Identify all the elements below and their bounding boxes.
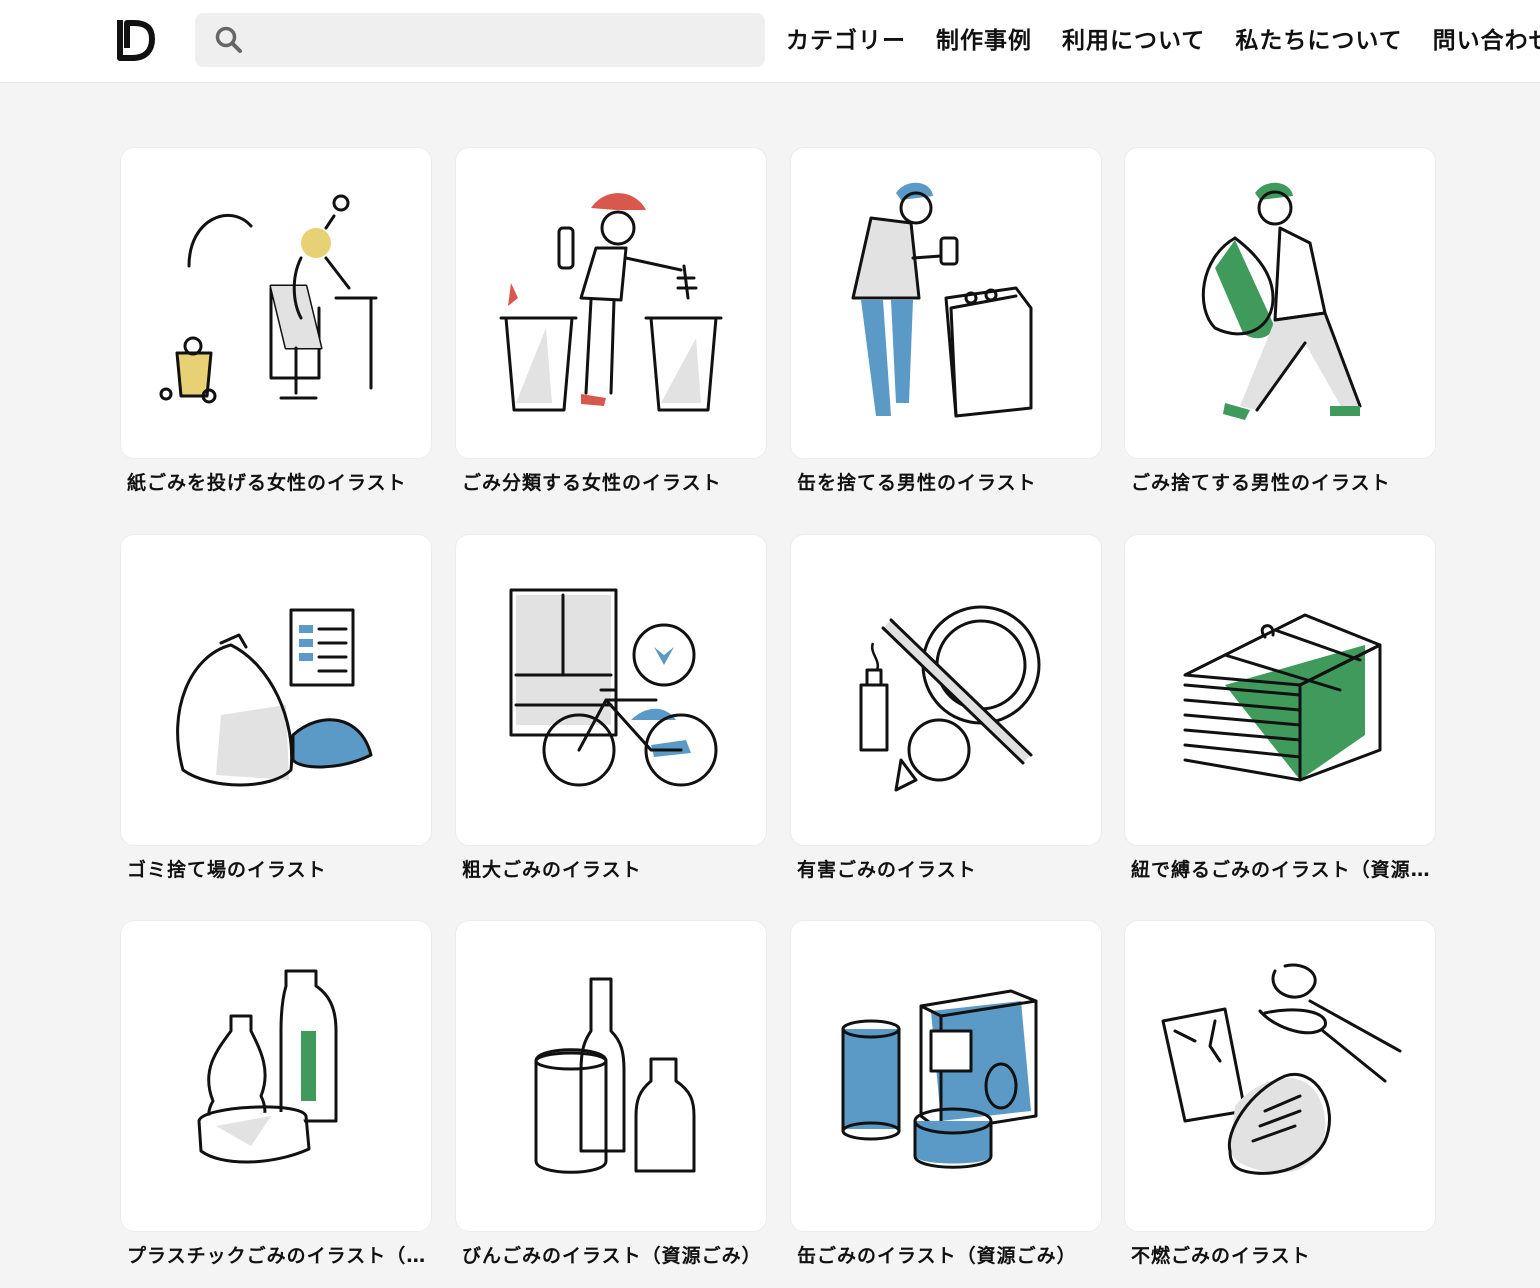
card-trash-man[interactable] [1124,147,1436,459]
card-non-burnable-waste[interactable] [1124,920,1436,1232]
card-title[interactable]: 有害ごみのイラスト [797,859,977,881]
card-title[interactable]: 紙ごみを投げる女性のイラスト [127,472,407,494]
card-tied-paper-waste[interactable] [1124,534,1436,846]
glass-bottles-illustration [534,977,696,1174]
card-title[interactable]: 缶ごみのイラスト（資源ごみ） [797,1245,1077,1267]
man-carrying-trash-bag-illustration [1201,182,1362,420]
card-title[interactable]: ゴミ捨て場のイラスト [127,859,327,881]
card-plastic-waste[interactable] [120,920,432,1232]
card-paper-throw-woman[interactable] [120,147,432,459]
card-title[interactable]: 不燃ごみのイラスト [1131,1245,1311,1267]
card-hazardous-waste[interactable] [790,534,1102,846]
card-title[interactable]: ごみ捨てする男性のイラスト [1131,472,1391,494]
card-title[interactable]: 紐で縛るごみのイラスト（資源ごみ） [1131,859,1436,881]
nav-works[interactable]: 制作事例 [936,28,1032,54]
cans-illustration [841,989,1038,1169]
hazardous-waste-illustration [859,605,1041,792]
search-icon [215,26,242,53]
card-glass-waste[interactable] [455,920,767,1232]
D-logo-icon[interactable] [116,18,156,62]
site-header: カテゴリー 制作事例 利用について 私たちについて 問い合わせ [0,0,1540,83]
nav-about[interactable]: 私たちについて [1235,28,1403,54]
card-title[interactable]: プラスチックごみのイラスト（資源ごみ） [127,1245,432,1267]
plastic-bottles-illustration [197,969,338,1164]
main-nav: カテゴリー 制作事例 利用について 私たちについて 問い合わせ [786,0,1540,82]
search-input[interactable] [257,13,757,67]
card-garbage-station[interactable] [120,534,432,846]
card-title[interactable]: ごみ分類する女性のイラスト [462,472,722,494]
search-box[interactable] [195,13,765,67]
nav-usage[interactable]: 利用について [1062,28,1206,54]
woman-throwing-paper-illustration [159,194,378,404]
woman-sorting-trash-illustration [499,193,723,412]
card-bulky-waste[interactable] [455,534,767,846]
man-throwing-can-illustration [851,182,1033,418]
nav-contact[interactable]: 問い合わせ [1432,28,1540,54]
tied-newspaper-stack-illustration [1183,613,1382,782]
garbage-station-illustration [176,608,373,787]
card-title[interactable]: びんごみのイラスト（資源ごみ） [462,1245,762,1267]
non-burnable-waste-illustration [1161,963,1402,1175]
card-title[interactable]: 粗大ごみのイラスト [462,859,642,881]
card-can-man[interactable] [790,147,1102,459]
nav-category[interactable]: カテゴリー [786,28,906,54]
card-title[interactable]: 缶を捨てる男性のイラスト [797,472,1037,494]
card-can-waste[interactable] [790,920,1102,1232]
bulky-waste-illustration [509,588,718,787]
card-sorting-woman[interactable] [455,147,767,459]
